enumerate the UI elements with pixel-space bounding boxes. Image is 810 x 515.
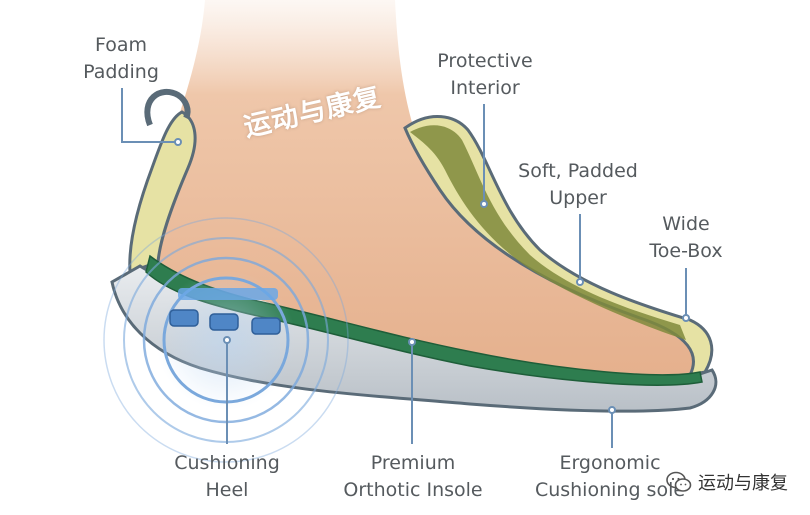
label-protective-interior: Protective Interior (428, 48, 542, 102)
label-line: Padding (83, 61, 159, 83)
leader-lines (121, 88, 687, 448)
label-line: Orthotic Insole (343, 479, 483, 501)
upper-green (410, 125, 686, 340)
source-text: 运动与康复 (698, 473, 788, 494)
heel-gel (178, 288, 278, 300)
label-line: Cushioning sole (534, 479, 686, 501)
wechat-icon (666, 471, 692, 492)
label-wide-toe-box: Wide Toe-Box (638, 211, 734, 265)
label-line: Interior (450, 77, 520, 99)
label-line: Foam (94, 34, 148, 56)
label-line: Heel (205, 479, 249, 501)
label-line: Wide (662, 213, 710, 235)
label-soft-padded-upper: Soft, Padded Upper (512, 158, 644, 212)
label-line: Protective (437, 50, 533, 72)
label-cushioning-heel: Cushioning Heel (160, 450, 294, 504)
leader-dots (174, 138, 690, 414)
heel-tab (144, 88, 191, 127)
label-line: Ergonomic (559, 452, 661, 474)
label-line: Soft, Padded (518, 160, 638, 182)
label-line: Premium (370, 452, 456, 474)
label-ergonomic-cushioning-sole: Ergonomic Cushioning sole (528, 450, 692, 504)
source-watermark: 运动与康复 (666, 469, 788, 495)
label-line: Upper (549, 187, 607, 209)
heel-pods (169, 309, 281, 335)
label-line: Cushioning (174, 452, 280, 474)
label-premium-orthotic-insole: Premium Orthotic Insole (330, 450, 496, 504)
label-foam-padding: Foam Padding (78, 32, 164, 86)
label-line: Toe-Box (649, 240, 723, 262)
